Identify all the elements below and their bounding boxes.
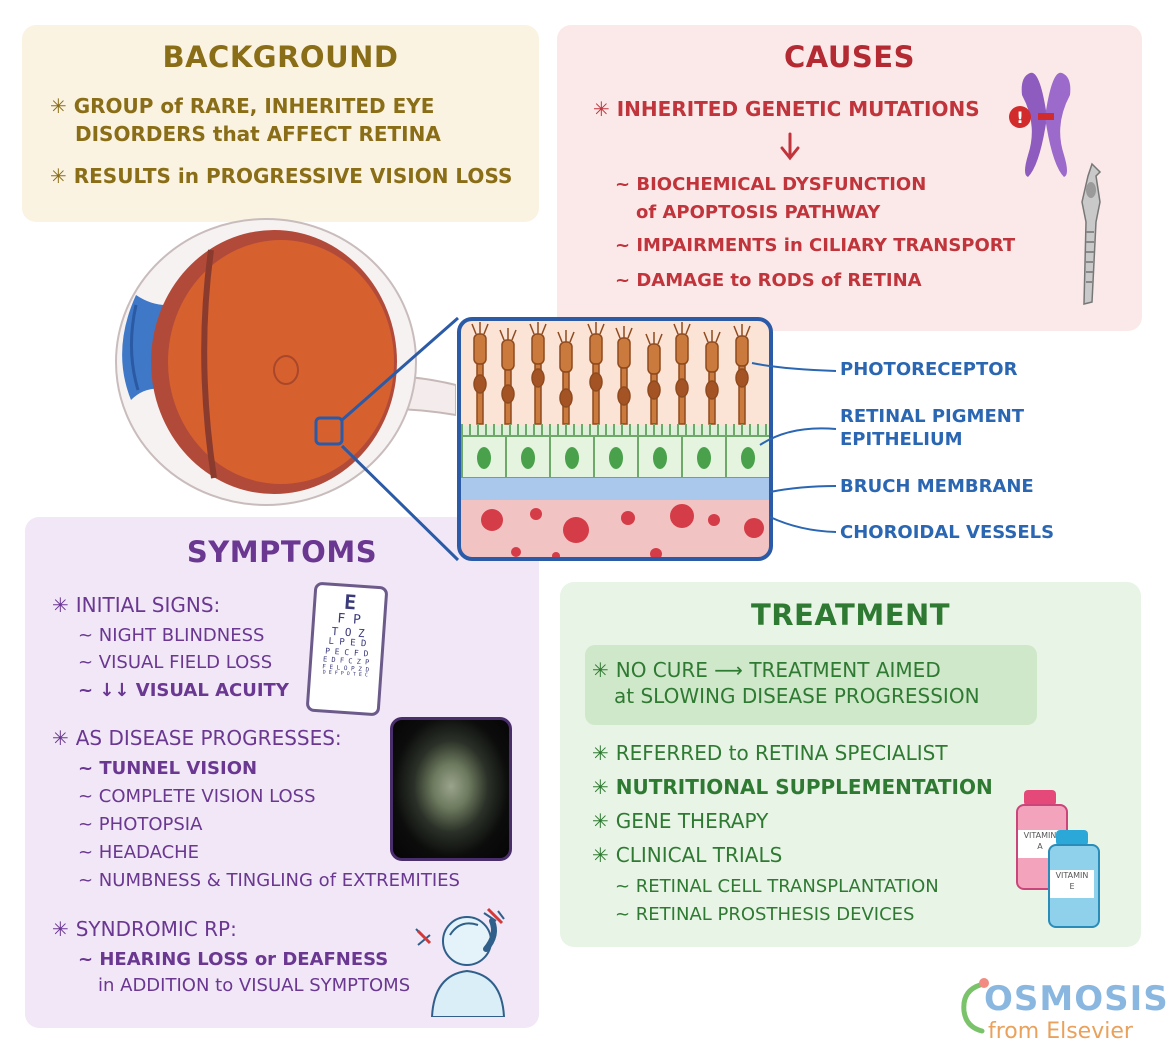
treatment-sub-1: ~ RETINAL CELL TRANSPLANTATION — [615, 876, 939, 897]
progress-item-2: ~ COMPLETE VISION LOSS — [78, 786, 316, 807]
bullet-star: ✳ — [592, 843, 616, 867]
causes-sub-2: ~ IMPAIRMENTS in CILIARY TRANSPORT — [615, 235, 1016, 256]
treatment-title: TREATMENT — [750, 598, 951, 632]
arrow-down-icon — [780, 132, 800, 161]
label-rpe-cont: EPITHELIUM — [840, 429, 963, 450]
bullet-star: ✳ — [592, 809, 616, 833]
label-choroidal-vessels: CHOROIDAL VESSELS — [840, 522, 1055, 543]
bullet-star: ✳ — [52, 726, 76, 750]
rod-cell-icon — [1081, 162, 1102, 305]
treatment-item-4: ✳ CLINICAL TRIALS — [592, 843, 783, 867]
bullet-star: ✳ — [50, 94, 74, 118]
label-leader-lines — [751, 362, 837, 533]
retina-layers-diagram — [457, 317, 773, 561]
bullet-star: ✳ — [52, 917, 76, 941]
background-item-1-cont: DISORDERS that AFFECT RETINA — [75, 122, 441, 146]
causes-sub-3: ~ DAMAGE to RODS of RETINA — [615, 270, 922, 291]
hearing-loss-person-icon — [415, 907, 506, 1017]
symptoms-title: SYMPTOMS — [186, 535, 378, 569]
initial-sign-3: ~ ↓↓ VISUAL ACUITY — [78, 680, 289, 701]
initial-sign-2: ~ VISUAL FIELD LOSS — [78, 652, 273, 673]
syndromic-heading: ✳ SYNDROMIC RP: — [52, 917, 237, 941]
label-rpe: RETINAL PIGMENT — [840, 406, 1025, 427]
zoom-lines — [340, 316, 460, 562]
bullet-star: ✳ — [592, 775, 616, 799]
treatment-item-3: ✳ GENE THERAPY — [592, 809, 769, 833]
causes-sub-1: ~ BIOCHEMICAL DYSFUNCTION — [615, 174, 927, 195]
causes-sub-1-cont: of APOPTOSIS PATHWAY — [636, 202, 881, 223]
initial-signs-heading: ✳ INITIAL SIGNS: — [52, 593, 221, 617]
progress-item-3: ~ PHOTOPSIA — [78, 814, 203, 835]
treatment-item-2: ✳ NUTRITIONAL SUPPLEMENTATION — [592, 775, 993, 799]
background-title: BACKGROUND — [162, 40, 399, 74]
osmosis-logo: OSMOSIS from Elsevier — [958, 975, 1166, 1055]
initial-sign-1: ~ NIGHT BLINDNESS — [78, 625, 265, 646]
causes-panel — [557, 25, 1142, 331]
bottle-e-letter: E — [1069, 882, 1075, 892]
causes-main: ✳ INHERITED GENETIC MUTATIONS — [593, 97, 980, 121]
bottle-e-label: VITAMIN — [1055, 871, 1089, 880]
osmosis-sub: from Elsevier — [988, 1019, 1133, 1044]
treatment-sub-2: ~ RETINAL PROSTHESIS DEVICES — [615, 904, 915, 925]
alert-mark: ! — [1016, 108, 1023, 127]
bullet-star: ✳ — [593, 97, 617, 121]
vitamin-e-bottle-icon: VITAMIN E — [1046, 830, 1100, 928]
treatment-aim-box — [585, 645, 1037, 725]
background-item-1: ✳ GROUP of RARE, INHERITED EYE — [50, 94, 435, 118]
treatment-aim: ✳ NO CURE ⟶ TREATMENT AIMED — [592, 658, 941, 682]
bullet-star: ✳ — [592, 658, 616, 682]
bottle-a-label: VITAMIN — [1023, 831, 1057, 840]
bullet-star: ✳ — [50, 164, 74, 188]
eye-chart-icon: E F P T O Z L P E D P E C F D E D F C Z … — [305, 581, 389, 717]
chromosome-icon: ! — [1009, 72, 1071, 177]
background-panel — [22, 25, 539, 222]
bullet-star: ✳ — [592, 741, 616, 765]
treatment-item-1: ✳ REFERRED to RETINA SPECIALIST — [592, 741, 948, 765]
label-photoreceptor: PHOTORECEPTOR — [840, 359, 1018, 380]
osmosis-brand: OSMOSIS — [984, 979, 1166, 1019]
progress-item-1: ~ TUNNEL VISION — [78, 758, 258, 779]
background-item-2: ✳ RESULTS in PROGRESSIVE VISION LOSS — [50, 164, 513, 188]
syndromic-item-2: in ADDITION to VISUAL SYMPTOMS — [98, 975, 411, 996]
progress-item-5: ~ NUMBNESS & TINGLING of EXTREMITIES — [78, 870, 460, 891]
label-bruch-membrane: BRUCH MEMBRANE — [840, 476, 1034, 497]
tunnel-vision-image — [390, 717, 512, 861]
bullet-star: ✳ — [52, 593, 76, 617]
syndromic-item-1: ~ HEARING LOSS or DEAFNESS — [78, 949, 389, 970]
progress-heading: ✳ AS DISEASE PROGRESSES: — [52, 726, 342, 750]
bottle-a-letter: A — [1037, 842, 1043, 852]
causes-title: CAUSES — [784, 40, 915, 74]
osmosis-logo-mark — [961, 978, 989, 1034]
progress-item-4: ~ HEADACHE — [78, 842, 200, 863]
treatment-aim-cont: at SLOWING DISEASE PROGRESSION — [614, 684, 980, 708]
eye-illustration — [115, 218, 456, 506]
